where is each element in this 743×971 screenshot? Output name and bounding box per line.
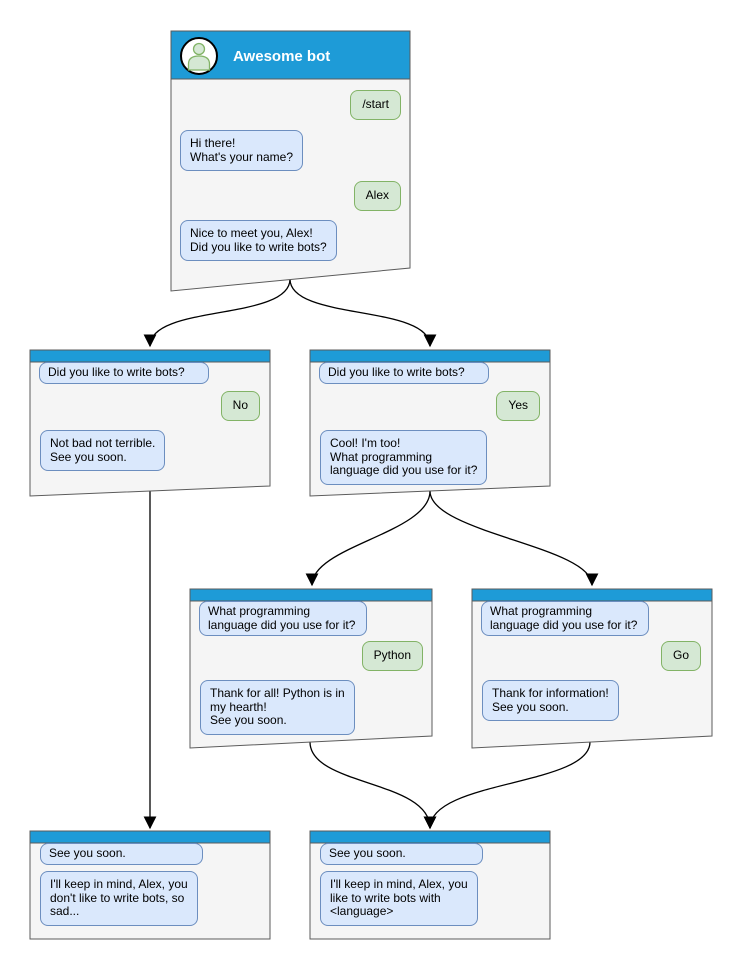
- message-bubble-bot: Nice to meet you, Alex! Did you like to …: [180, 220, 337, 261]
- connector-main-to-no: [143, 278, 291, 348]
- connector-go-to-end: [423, 741, 591, 830]
- message-bubble-bot: Cool! I'm too! What programming language…: [320, 430, 488, 485]
- message-bubble-bot: I'll keep in mind, Alex, you don't like …: [40, 871, 198, 926]
- window-lang-go-header: [471, 588, 713, 602]
- window-main-title: Awesome bot: [233, 48, 331, 65]
- message-bubble-bot: What programming language did you use fo…: [199, 601, 367, 636]
- message-bubble-bot: Thank for information! See you soon.: [482, 680, 619, 721]
- message-bubble-user: Python: [361, 641, 423, 671]
- message-bubble-bot: See you soon.: [320, 843, 483, 865]
- message-bubble-bot: Hi there! What's your name?: [180, 130, 304, 171]
- connectors: [143, 278, 599, 830]
- message-bubble-bot: Not bad not terrible. See you soon.: [40, 430, 166, 471]
- window-lang-python-header: [189, 588, 433, 602]
- message-bubble-user: /start: [350, 90, 401, 120]
- message-bubble-user: No: [220, 391, 260, 421]
- message-bubble-user: Yes: [496, 391, 540, 421]
- window-branch-no-header: [29, 349, 271, 363]
- connector-yes-to-go: [429, 490, 599, 587]
- message-bubble-user: Alex: [353, 181, 401, 211]
- message-bubble-bot: Did you like to write bots?: [39, 362, 209, 384]
- window-end-no-header: [29, 830, 271, 844]
- window-end-yes-header: [309, 830, 551, 844]
- message-bubble-user: Go: [660, 641, 701, 671]
- message-bubble-bot: What programming language did you use fo…: [481, 601, 649, 636]
- message-bubble-bot: I'll keep in mind, Alex, you like to wri…: [320, 871, 478, 926]
- message-bubble-bot: See you soon.: [40, 843, 203, 865]
- person-icon-body: [187, 55, 211, 71]
- connector-yes-to-python: [305, 490, 431, 587]
- person-icon-head: [192, 42, 206, 56]
- message-bubble-bot: Thank for all! Python is in my hearth! S…: [200, 680, 355, 735]
- message-bubble-bot: Did you like to write bots?: [319, 362, 489, 384]
- window-branch-yes-header: [309, 349, 551, 363]
- connector-python-to-end: [309, 741, 437, 830]
- connector-main-to-yes: [289, 278, 437, 348]
